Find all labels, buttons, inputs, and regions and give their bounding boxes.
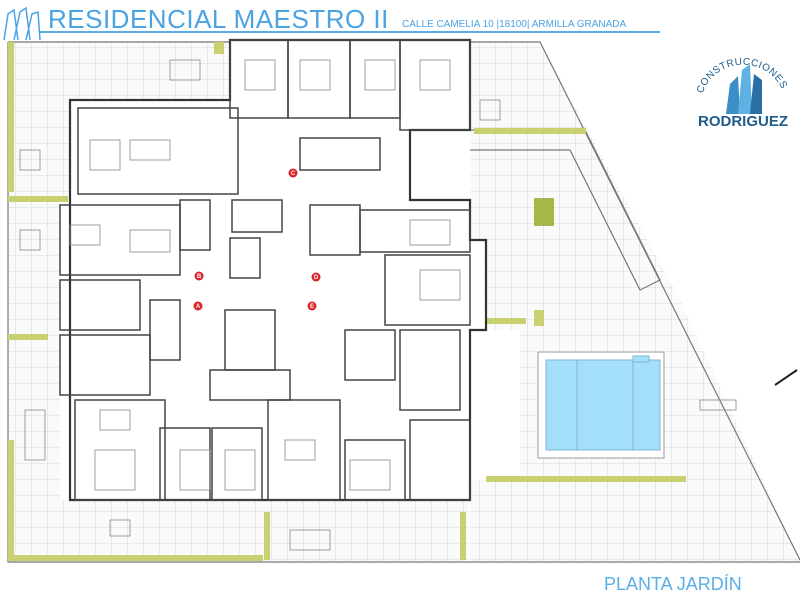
- svg-text:B: B: [197, 274, 202, 280]
- svg-text:RODRIGUEZ: RODRIGUEZ: [698, 113, 788, 130]
- marker-b: B: [194, 271, 204, 281]
- access-markers: A B C D E: [193, 168, 321, 311]
- svg-text:C: C: [291, 171, 296, 177]
- title-underline: [40, 31, 660, 33]
- pool: [537, 351, 665, 459]
- hedges: [8, 42, 686, 561]
- left-logo-icon: [3, 6, 41, 41]
- construcciones-rodriguez-logo: CONSTRUCCIONES RODRIGUEZ: [695, 57, 789, 130]
- furniture: [19, 59, 737, 551]
- marker-a: A: [193, 301, 203, 311]
- floor-label: PLANTA JARDÍN: [604, 574, 742, 594]
- page-title: RESIDENCIAL MAESTRO II: [48, 4, 389, 34]
- address: CALLE CAMELIA 10 |18100| ARMILLA GRANADA: [402, 19, 627, 30]
- marker-c: C: [288, 168, 298, 178]
- svg-text:D: D: [314, 275, 319, 281]
- marker-e: E: [307, 301, 317, 311]
- svg-text:E: E: [310, 304, 314, 310]
- svg-text:A: A: [196, 304, 201, 310]
- interior-walls: [59, 39, 471, 501]
- marker-d: D: [311, 272, 321, 282]
